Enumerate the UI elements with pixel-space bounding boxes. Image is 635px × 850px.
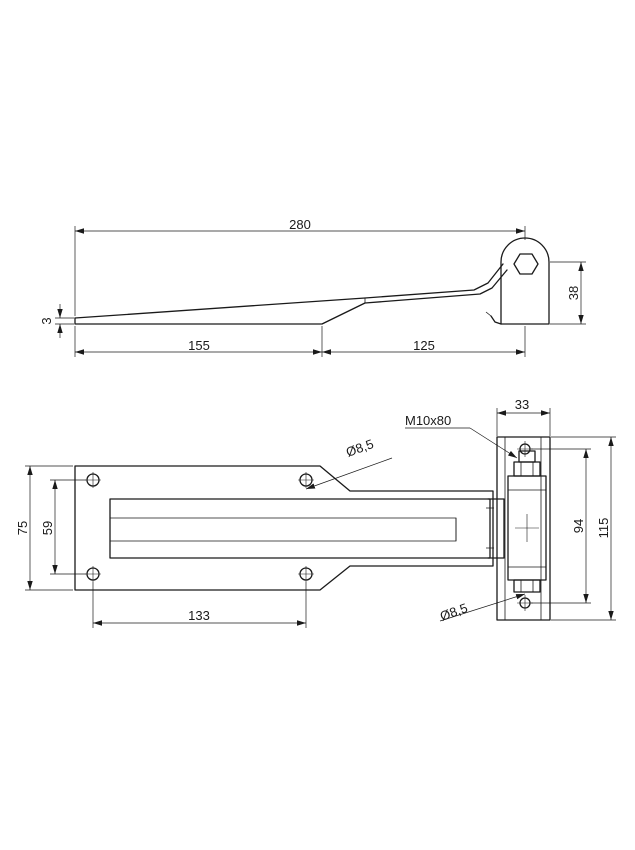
bolt-spec-label: M10x80: [405, 413, 451, 428]
dim-segments: 155 125: [74, 326, 526, 357]
dim-bolt-spec: M10x80: [405, 413, 518, 459]
bolt-tip: [518, 450, 536, 463]
dim-38-label: 38: [566, 286, 581, 300]
dim-94-label: 94: [571, 519, 586, 533]
dim-33-label: 33: [515, 397, 529, 412]
dim-hole-spacing-vertical: 59: [40, 479, 86, 575]
base-plate: [74, 465, 494, 591]
top-view: 75 59 133 Ø8,5 Ø8,5: [15, 397, 616, 628]
dim-plate-height: 75: [15, 465, 73, 591]
dim-diameter-bottom-label: Ø8,5: [438, 600, 470, 624]
hinge-knuckle-bolt: [507, 450, 547, 593]
dim-diameter-top-label: Ø8,5: [344, 436, 376, 460]
dim-hole-spacing-horizontal: 133: [92, 582, 307, 628]
bolt-nut-bottom: [513, 579, 541, 593]
side-view: 280 3 155 125 38: [39, 217, 586, 357]
dim-hinge-hole-spacing: 94: [531, 448, 591, 604]
dim-125-label: 125: [413, 338, 435, 353]
hinge-leaf: [496, 436, 551, 621]
side-plate: [74, 263, 508, 325]
dim-hinge-width: 33: [496, 397, 551, 436]
dim-hinge-total-height: 115: [551, 436, 616, 621]
hex-nut-shape: [513, 253, 539, 275]
dim-155-label: 155: [188, 338, 210, 353]
dim-3-label: 3: [39, 317, 54, 324]
dim-115-label: 115: [596, 518, 611, 539]
dim-59-label: 59: [40, 521, 55, 535]
side-hinge-knuckle: [485, 237, 550, 325]
dim-75-label: 75: [15, 521, 30, 535]
dim-overall-length: 280: [74, 217, 526, 316]
bolt-nut-top: [513, 461, 541, 477]
dim-hinge-height: 38: [550, 261, 586, 325]
hinge-arm: [109, 498, 505, 559]
dim-133-label: 133: [188, 608, 210, 623]
dim-280-label: 280: [289, 217, 311, 232]
dim-hole-diameter-bottom: Ø8,5: [438, 593, 526, 624]
dim-hole-diameter-top: Ø8,5: [305, 436, 393, 490]
dim-plate-thickness: 3: [39, 304, 74, 338]
